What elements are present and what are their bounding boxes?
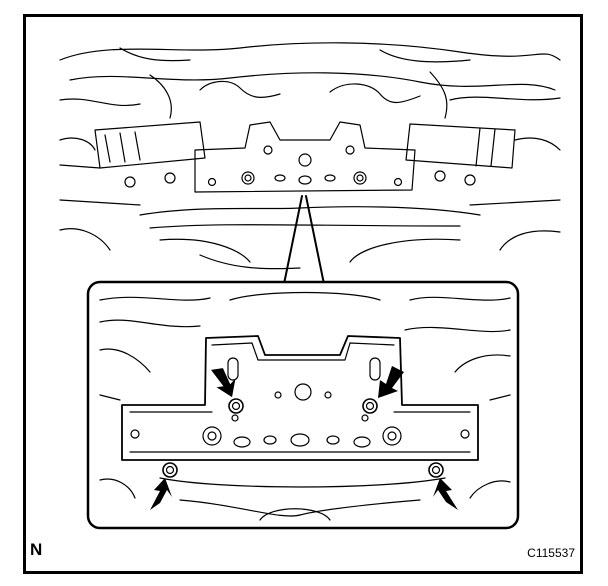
orientation-mark: N: [30, 540, 43, 559]
overview-drawing: [59, 42, 561, 270]
arrow-icon: [433, 478, 458, 510]
figure-code: C115537: [527, 546, 575, 560]
arrow-icon: [211, 368, 236, 398]
callout-arrows: [150, 366, 458, 510]
detail-window: [86, 280, 520, 530]
arrow-icon: [378, 366, 404, 398]
arrow-icon: [150, 478, 172, 510]
